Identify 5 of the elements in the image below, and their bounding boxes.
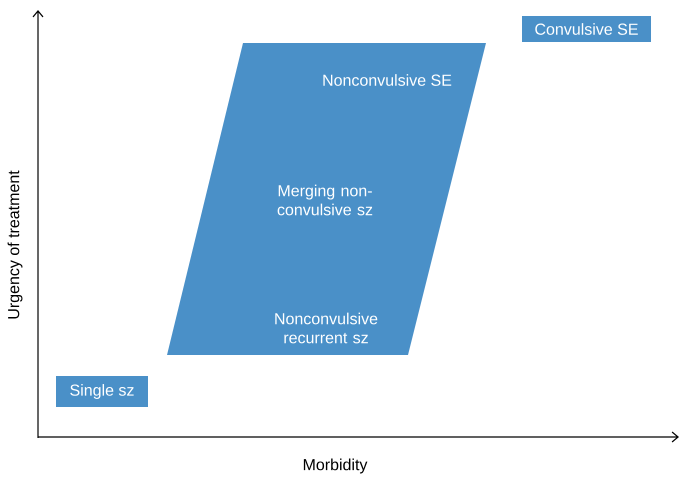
label-box: Single sz: [56, 376, 148, 407]
axis-title: Morbidity: [304, 458, 368, 474]
label-box: Convulsive SE: [522, 16, 651, 42]
axis-title: Urgency of treatment: [8, 170, 22, 318]
parallelogram-band: Nonconvulsive SE Merging non-convulsive sz Nonconvulsive recurrent sz: [167, 43, 486, 355]
